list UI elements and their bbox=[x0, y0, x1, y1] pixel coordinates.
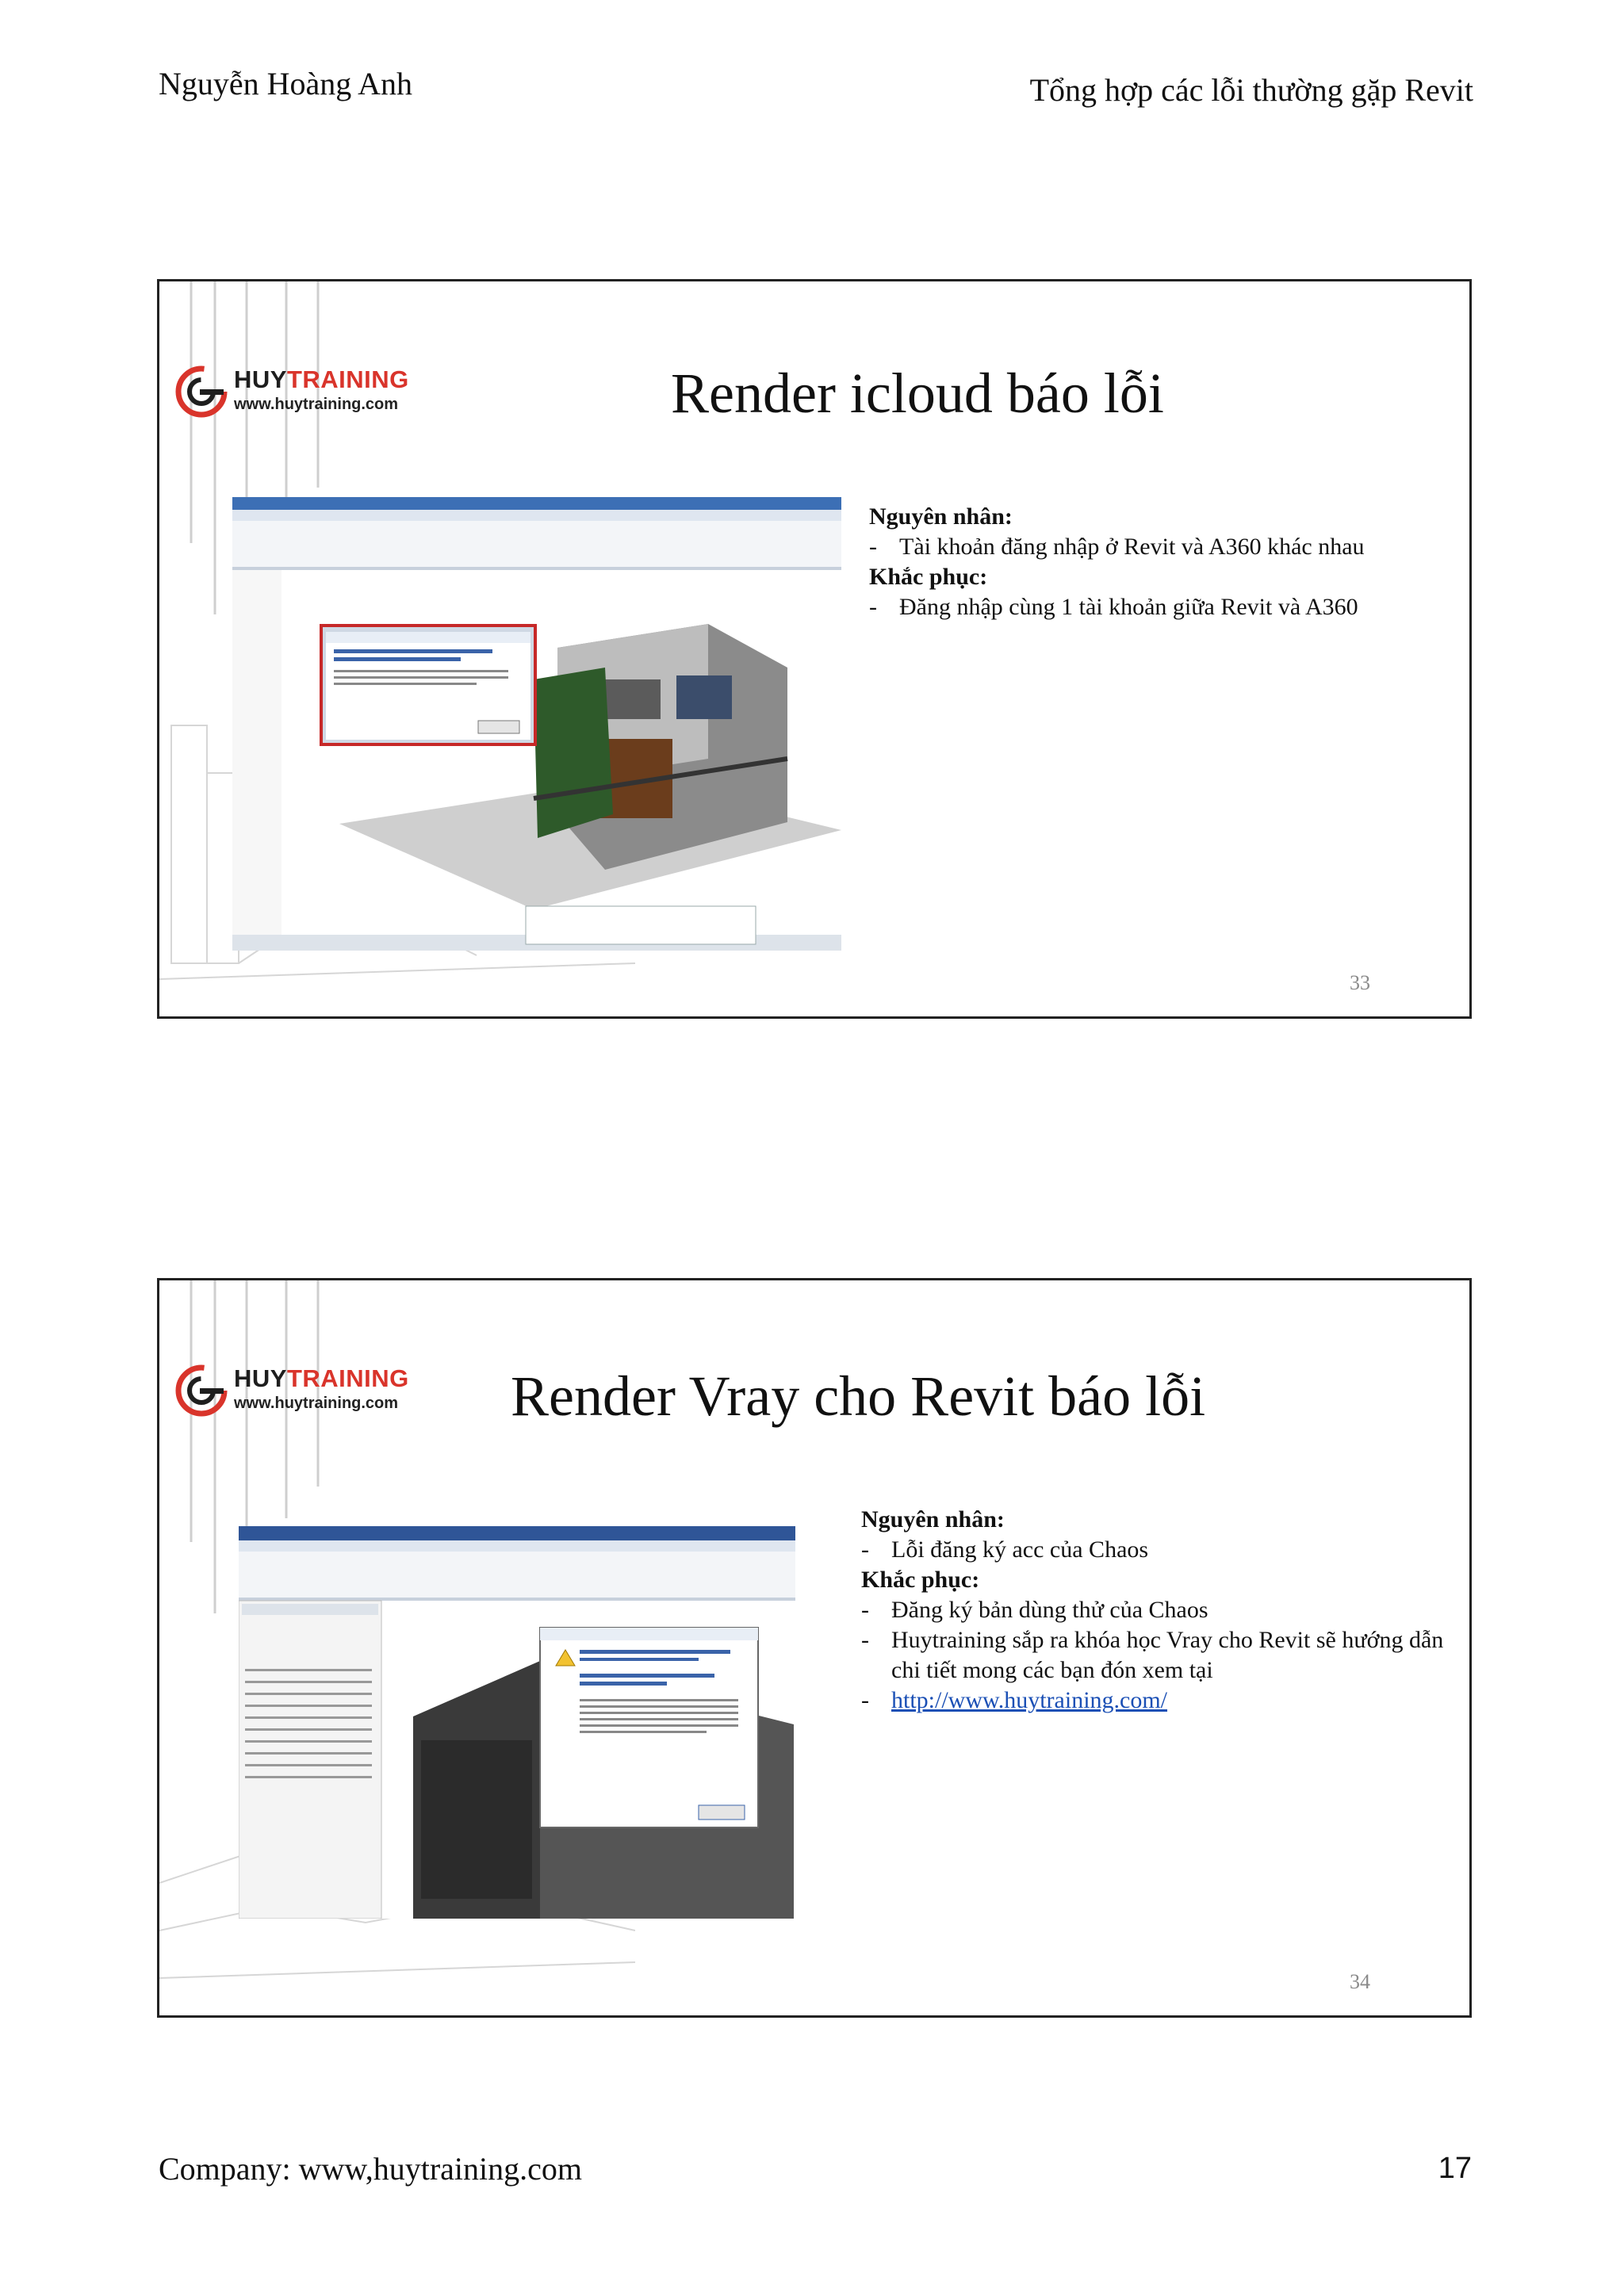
fix-item: Huytraining sắp ra khóa học Vray cho Rev… bbox=[861, 1625, 1448, 1686]
fix-heading: Khắc phục: bbox=[861, 1567, 980, 1593]
cause-item: Tài khoản đăng nhập ở Revit và A360 khác… bbox=[869, 532, 1440, 562]
logo-brand: HUYTRAINING bbox=[234, 365, 409, 393]
huytraining-logo-icon bbox=[175, 1364, 228, 1417]
slide-page-number: 34 bbox=[1350, 1970, 1370, 1993]
cause-heading: Nguyên nhân: bbox=[869, 503, 1013, 530]
slide-title: Render Vray cho Revit báo lỗi bbox=[511, 1364, 1206, 1428]
architecture-sketch-decoration bbox=[159, 281, 635, 980]
revit-a360-screenshot bbox=[232, 497, 841, 951]
logo-url: www.huytraining.com bbox=[234, 396, 399, 413]
slide-title: Render icloud báo lỗi bbox=[671, 362, 1164, 425]
fix-heading: Khắc phục: bbox=[869, 564, 988, 590]
footer-company: Company: www,huytraining.com bbox=[159, 2151, 583, 2187]
cause-item: Lỗi đăng ký acc của Chaos bbox=[861, 1535, 1448, 1565]
huytraining-logo: HUYTRAINING www.huytraining.com bbox=[174, 361, 408, 424]
footer-page-number: 17 bbox=[1438, 2152, 1472, 2185]
slide-34: HUYTRAINING www.huytraining.com Render V… bbox=[157, 1278, 1472, 2018]
logo-url: www.huytraining.com bbox=[234, 1395, 399, 1412]
fix-item: Đăng nhập cùng 1 tài khoản giữa Revit và… bbox=[869, 592, 1440, 622]
header-doc-title: Tổng hợp các lỗi thường gặp Revit bbox=[1029, 72, 1473, 108]
cause-heading: Nguyên nhân: bbox=[861, 1506, 1005, 1533]
fix-link-item: http://www.huytraining.com/ bbox=[861, 1686, 1448, 1716]
slide-33: HUYTRAINING www.huytraining.com Render i… bbox=[157, 279, 1472, 1019]
huytraining-logo-icon bbox=[175, 365, 228, 418]
huytraining-link[interactable]: http://www.huytraining.com/ bbox=[891, 1687, 1168, 1713]
slide-notes: Nguyên nhân: Tài khoản đăng nhập ở Revit… bbox=[869, 502, 1440, 622]
huytraining-logo: HUYTRAINING www.huytraining.com bbox=[174, 1360, 408, 1423]
fix-item: Đăng ký bản dùng thử của Chaos bbox=[861, 1595, 1448, 1625]
slide-notes: Nguyên nhân: Lỗi đăng ký acc của Chaos K… bbox=[861, 1505, 1448, 1716]
revit-vray-screenshot bbox=[239, 1526, 795, 1919]
logo-brand: HUYTRAINING bbox=[234, 1364, 409, 1392]
slide-page-number: 33 bbox=[1350, 971, 1370, 994]
header-author: Nguyễn Hoàng Anh bbox=[159, 66, 412, 101]
